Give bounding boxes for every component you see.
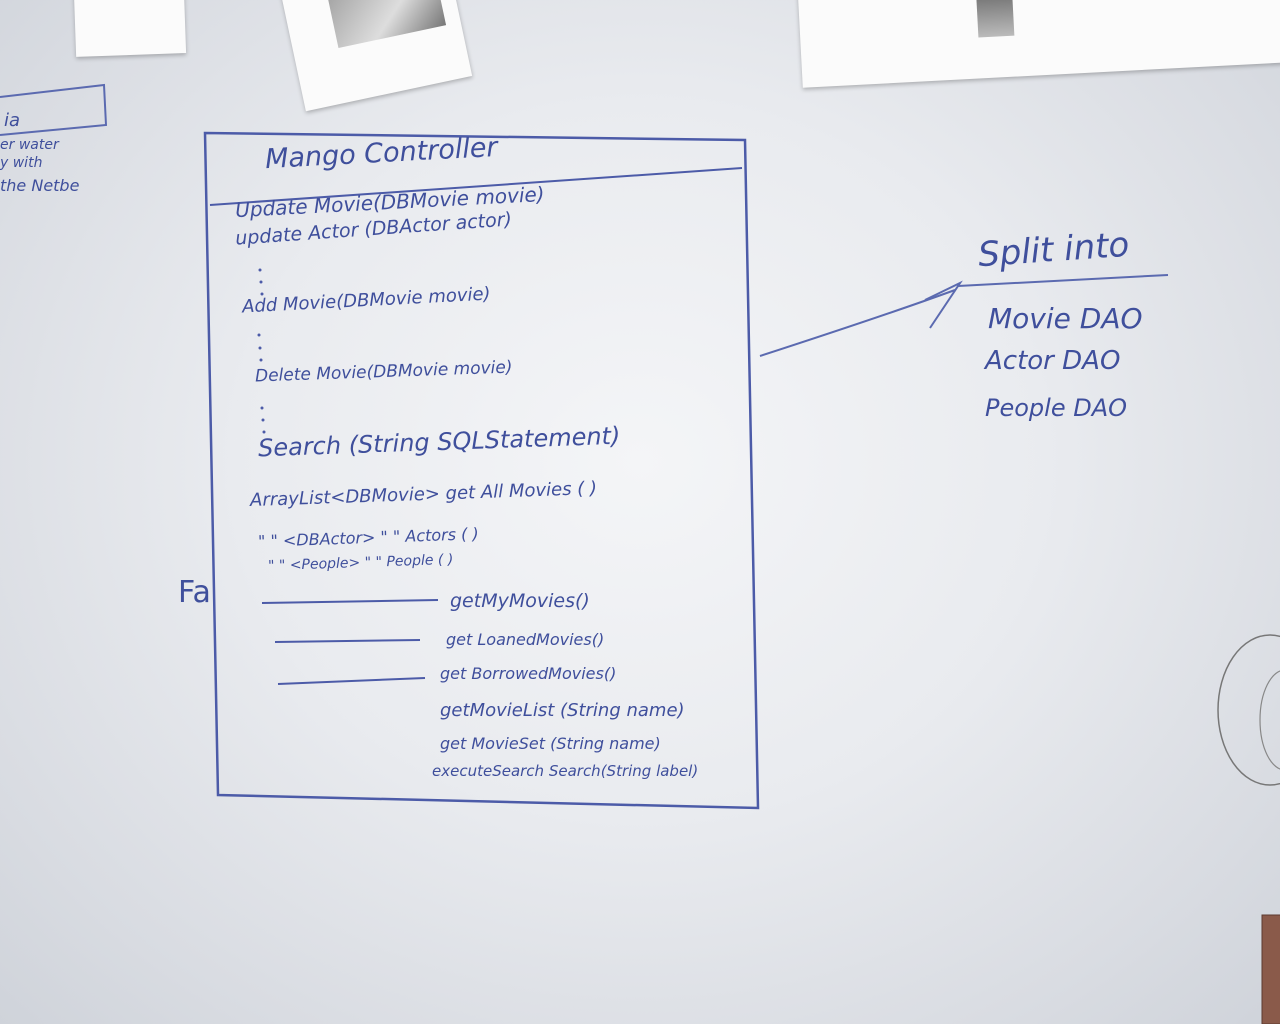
right-edge-scribble [1217, 634, 1280, 786]
method-get-loaned-movies: get LoanedMovies() [446, 630, 605, 649]
left-note-line: the Netbe [0, 176, 80, 195]
left-note-line: er water [0, 137, 59, 153]
class-box-outline [203, 131, 760, 810]
method-get-my-movies: getMyMovies() [450, 590, 590, 612]
marker-pen [1261, 914, 1280, 1024]
class-box-divider [209, 167, 743, 206]
split-item-actor-dao: Actor DAO [985, 346, 1121, 376]
method-get-borrowed-movies: get BorrowedMovies() [440, 664, 617, 683]
method-execute-search: executeSearch Search(String label) [432, 762, 699, 780]
split-item-people-dao: People DAO [985, 394, 1128, 422]
left-note-line: ia [4, 110, 21, 131]
method-get-movie-list: getMovieList (String name) [440, 700, 685, 721]
side-mark: Fa [178, 575, 211, 610]
left-note-line: y with [0, 155, 43, 171]
split-item-movie-dao: Movie DAO [988, 302, 1143, 335]
connector-line [759, 289, 956, 357]
method-get-movie-set: get MovieSet (String name) [440, 734, 661, 753]
